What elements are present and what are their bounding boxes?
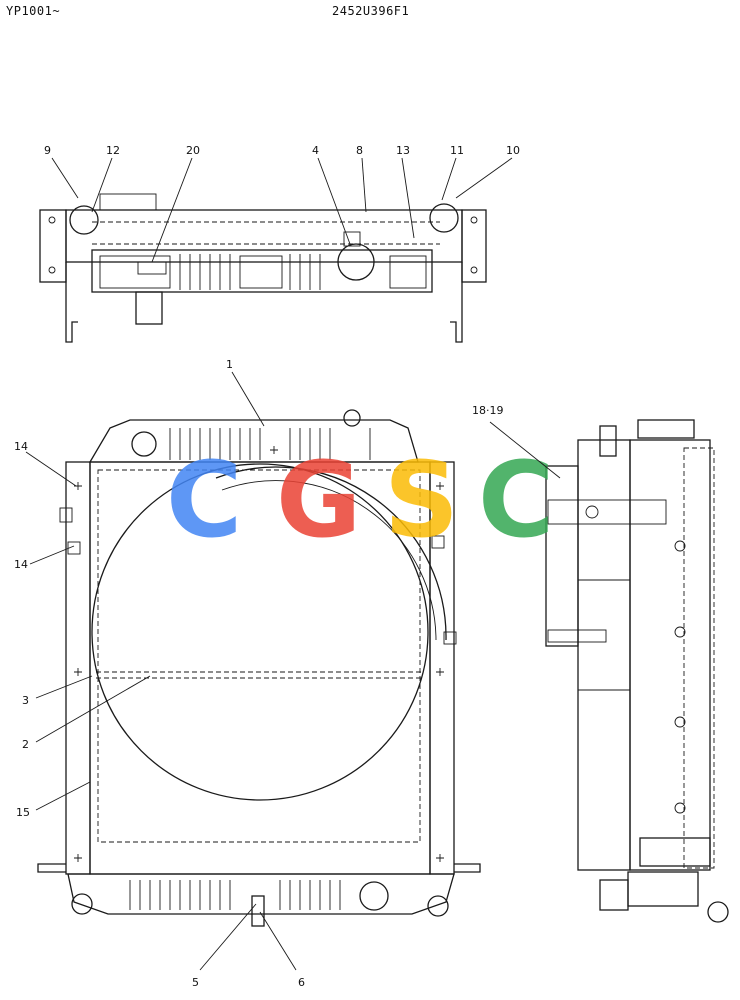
watermark-letter-c1: C: [166, 439, 242, 561]
watermark-letter-s: S: [384, 439, 459, 561]
callout-label: 5: [192, 976, 199, 989]
callout-label: 1: [226, 358, 233, 371]
callout-label: 8: [356, 144, 363, 157]
left-bracket: [39, 209, 67, 283]
callout-label: 15: [16, 806, 30, 819]
upper-tank: [65, 209, 463, 263]
right-bracket: [461, 209, 487, 283]
side-view: [545, 419, 729, 923]
callout-label: 12: [106, 144, 120, 157]
right-end-cap: [429, 203, 459, 233]
outlet-pipe: [135, 291, 163, 325]
watermark: C G S C: [166, 439, 554, 561]
callouts: 9 12 20 4 8 13 11 10 1 14 14 18·19 3 2 1…: [14, 144, 520, 989]
callout-label: 2: [22, 738, 29, 751]
callout-label: 6: [298, 976, 305, 989]
side-core: [577, 439, 631, 871]
side-tank: [629, 439, 711, 871]
left-end-cap: [69, 205, 99, 235]
callout-label: 14: [14, 440, 28, 453]
callout-label: 9: [44, 144, 51, 157]
filler-cap: [343, 409, 361, 427]
callout-label: 4: [312, 144, 319, 157]
fan-shroud-ring: [91, 463, 429, 801]
watermark-letter-g: G: [276, 439, 361, 561]
side-shroud: [545, 465, 579, 647]
top-view: [39, 193, 487, 343]
radiator-core: [89, 461, 431, 875]
callout-label: 10: [506, 144, 520, 157]
side-filler-cap: [637, 419, 695, 439]
callout-label: 18·19: [472, 404, 504, 417]
callout-label: 14: [14, 558, 28, 571]
tag-plate: [137, 261, 167, 275]
pressure-cap: [337, 243, 375, 281]
front-view: [37, 409, 481, 927]
callout-label: 13: [396, 144, 410, 157]
bottom-tank: [67, 873, 455, 915]
drawing-code-center: 2452U396F1: [332, 4, 410, 18]
drawing-code-left: YP1001~: [6, 4, 61, 18]
callout-label: 20: [186, 144, 200, 157]
drain-cock: [251, 895, 265, 927]
callout-label: 3: [22, 694, 29, 707]
leader-lines: [25, 157, 561, 971]
callout-label: 11: [450, 144, 464, 157]
watermark-letter-c2: C: [478, 439, 554, 561]
